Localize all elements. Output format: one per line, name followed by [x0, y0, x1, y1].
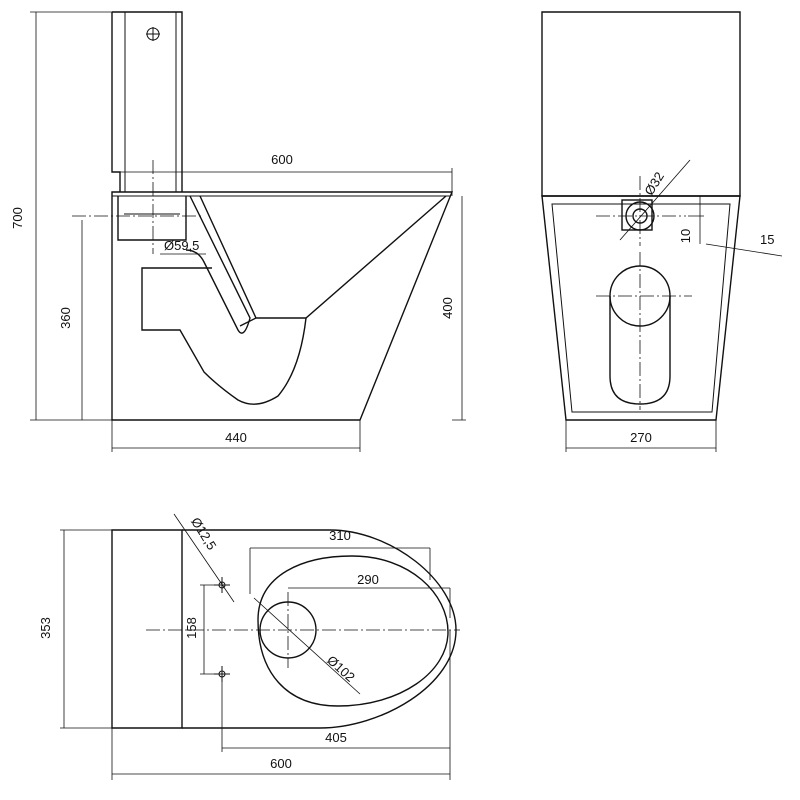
dim-290-line — [288, 587, 451, 618]
dim-12-5-label: Ø12,5 — [188, 515, 219, 553]
dim-158-label: 158 — [184, 617, 199, 639]
rear-outlet-centerline — [596, 252, 692, 410]
dim-310-line — [249, 547, 431, 594]
side-inner-bowl — [199, 195, 447, 327]
side-outlet-centerline — [72, 160, 202, 254]
dim-405-line — [221, 630, 451, 752]
dim-270-label: 270 — [630, 430, 652, 445]
dim-440-label: 440 — [225, 430, 247, 445]
top-cistern-outline — [111, 529, 183, 729]
dim-400-line — [452, 196, 466, 421]
dim-600-top-line — [111, 728, 451, 780]
dim-600-side-label: 600 — [271, 152, 293, 167]
dim-10-label: 10 — [678, 229, 693, 243]
dim-600-side-line — [112, 168, 453, 196]
rear-cistern-outline — [541, 11, 741, 197]
side-view: 700 360 600 Ø59,5 400 440 — [10, 11, 466, 452]
rear-inlet-centerline — [596, 176, 686, 246]
dim-700-line — [30, 11, 112, 421]
dim-353-line — [60, 529, 112, 729]
dim-32-label: Ø32 — [641, 169, 667, 198]
dim-400-label: 400 — [440, 297, 455, 319]
side-bowl-outline — [111, 191, 454, 421]
dim-59-5-label: Ø59,5 — [164, 238, 199, 253]
top-seat-opening — [257, 555, 449, 707]
top-view: Ø102 Ø12,5 158 310 290 353 405 600 — [38, 513, 460, 780]
rear-view: Ø32 10 15 270 — [541, 11, 783, 452]
dim-270-line — [565, 420, 717, 452]
side-cistern-outline — [111, 11, 183, 192]
dim-158-line — [200, 584, 222, 675]
dim-440-line — [111, 420, 361, 452]
dim-600-top-label: 600 — [270, 756, 292, 771]
dim-290-label: 290 — [357, 572, 379, 587]
dim-32-leader — [619, 159, 691, 241]
dim-12-5-leader — [173, 513, 235, 603]
dim-102-label: Ø102 — [324, 652, 358, 684]
dim-353-label: 353 — [38, 617, 53, 639]
side-outlet-pipe — [117, 196, 187, 241]
dim-405-label: 405 — [325, 730, 347, 745]
side-trapway — [185, 195, 251, 334]
side-water-trap — [141, 267, 307, 405]
dim-15-label: 15 — [760, 232, 774, 247]
dim-360-label: 360 — [58, 307, 73, 329]
rear-outlet-slot — [609, 296, 671, 405]
dim-10-line — [688, 195, 712, 244]
dim-700-label: 700 — [10, 207, 25, 229]
rear-bowl-inner — [551, 203, 731, 413]
side-cistern-inner — [124, 12, 177, 192]
dim-15-leader — [705, 243, 783, 257]
side-button-icon — [146, 27, 160, 41]
top-centerline — [146, 592, 460, 668]
dim-102-leader — [253, 597, 361, 695]
dim-310-label: 310 — [329, 528, 351, 543]
